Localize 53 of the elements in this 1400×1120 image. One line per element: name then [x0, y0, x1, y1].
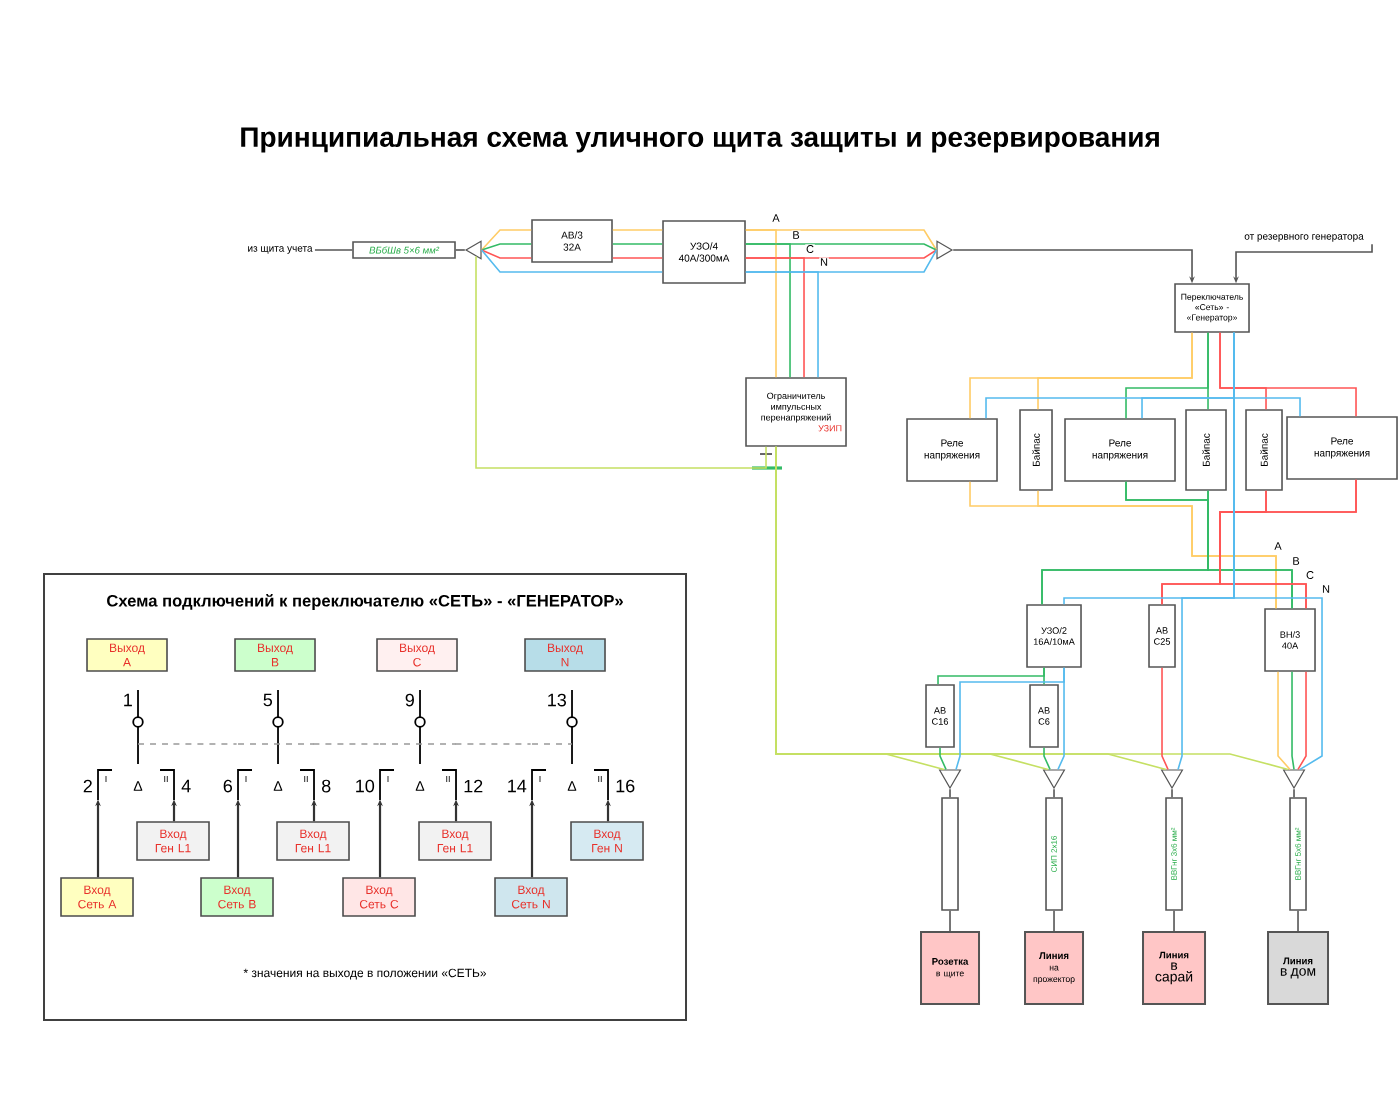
wire	[1291, 671, 1295, 771]
wire	[480, 249, 532, 259]
terminal-number: 14	[506, 779, 528, 793]
wire	[314, 249, 353, 251]
wire	[480, 249, 663, 273]
wire	[1043, 747, 1051, 771]
wire	[939, 747, 947, 771]
mechanical-link-line	[172, 743, 238, 745]
wire	[1043, 667, 1045, 685]
terminal-number: 9	[404, 692, 416, 708]
wire	[1219, 332, 1357, 417]
wire	[1233, 332, 1323, 771]
wire	[745, 257, 805, 378]
wire	[1173, 910, 1175, 932]
wire	[949, 788, 951, 798]
wire	[1293, 788, 1295, 798]
wire	[775, 446, 1289, 771]
wire	[1219, 479, 1357, 609]
wire	[1277, 671, 1291, 771]
wire	[480, 229, 532, 251]
mechanical-link-line	[454, 743, 532, 745]
changeover-switch-drawing	[379, 689, 457, 801]
wire	[1297, 910, 1299, 932]
changeover-switch-drawing	[237, 689, 315, 801]
wire	[745, 271, 819, 378]
wire	[475, 255, 767, 469]
wire	[612, 229, 663, 231]
wire	[1037, 332, 1193, 410]
wire	[745, 243, 791, 378]
wire	[1053, 910, 1055, 932]
cable-box	[941, 797, 959, 911]
wire	[1161, 667, 1169, 771]
title: Принципиальная схема уличного щита защиты и резервирования	[241, 127, 1159, 153]
wire	[480, 243, 532, 251]
wire	[949, 910, 951, 932]
wire	[1297, 671, 1307, 771]
terminal-number: 5	[262, 692, 274, 708]
changeover-switch-drawing	[97, 689, 175, 801]
wire	[455, 249, 466, 251]
wire	[745, 229, 777, 378]
wire	[1171, 788, 1173, 798]
wire	[1053, 788, 1055, 798]
wire	[1037, 490, 1277, 609]
wire	[612, 243, 663, 245]
wire	[612, 257, 663, 259]
terminal-number: 4	[180, 779, 192, 793]
terminal-number: 2	[82, 778, 94, 794]
changeover-switch-drawing	[531, 689, 609, 801]
wire	[1207, 490, 1293, 609]
terminal-number: 6	[222, 778, 234, 794]
mechanical-link-line	[312, 743, 380, 745]
wire	[1057, 667, 1065, 771]
wire	[1207, 332, 1209, 410]
